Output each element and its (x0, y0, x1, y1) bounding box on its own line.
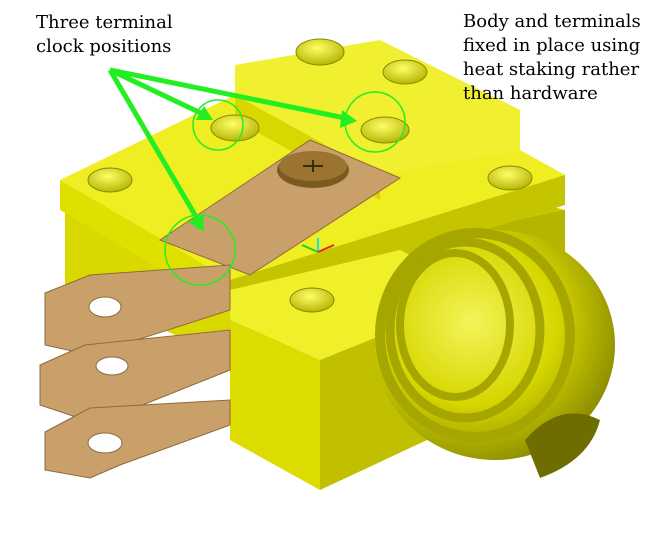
terminal-tab-bottom (44, 399, 231, 479)
heat-staking-label-line-2: fixed in place using (463, 35, 641, 56)
heat-staking-label: Body and terminals fixed in place using … (463, 10, 641, 106)
heat-staking-label-line-1: Body and terminals (463, 11, 641, 32)
heat-staking-label-line-4: than hardware (463, 83, 598, 104)
terminal-tabs (39, 264, 231, 479)
clock-positions-label-line-1: Three terminal (36, 12, 173, 33)
clock-positions-label-line-2: clock positions (36, 36, 172, 57)
axis-triad-icon (301, 238, 335, 253)
callout-arrows (107, 67, 357, 232)
clock-positions-label: Three terminal clock positions (36, 11, 173, 59)
terminal-tab-top (44, 264, 231, 356)
heat-staking-label-line-3: heat staking rather (463, 59, 640, 80)
threaded-knob (375, 228, 615, 478)
terminal-tab-middle (39, 329, 231, 421)
top-terminal-strip (158, 139, 402, 276)
